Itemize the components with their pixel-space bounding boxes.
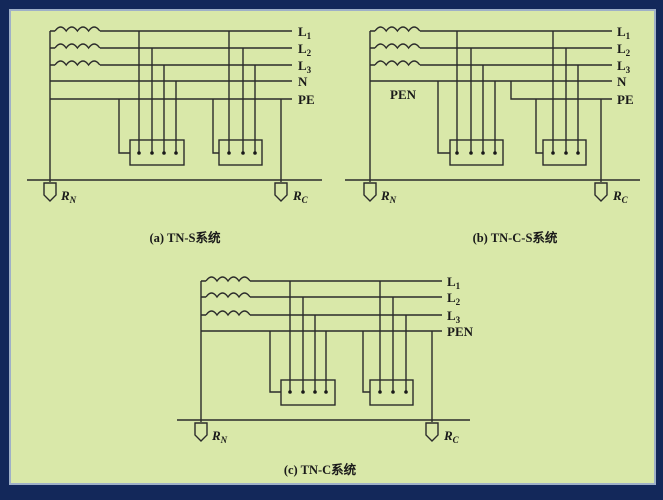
rn-label: RN <box>60 188 77 205</box>
load-box-3pin <box>369 379 414 406</box>
caption-a: (a) TN-S系统 <box>150 230 221 245</box>
pen-label: PEN <box>390 87 417 102</box>
diagram-tn-s: L1 L2 L3 N PE RN RC (a) TN-S系统 <box>27 24 322 245</box>
ground-electrode-icon <box>363 182 377 202</box>
load-box-3pin <box>218 139 263 166</box>
terminal-dots <box>288 390 408 394</box>
transformer-coils <box>205 276 251 317</box>
ground-electrode-icon <box>425 422 439 442</box>
rn-label: RN <box>380 188 397 205</box>
ground-electrode-icon <box>274 182 288 202</box>
terminal-dots <box>455 151 580 155</box>
line-label-n: N <box>298 74 308 89</box>
ground-electrode-icon <box>594 182 608 202</box>
transformer-coils <box>54 26 101 67</box>
load-box-4pin <box>280 379 336 406</box>
ground-electrode-icon <box>194 422 208 442</box>
line-label-l1: L1 <box>617 24 631 41</box>
line-label-l2: L2 <box>447 290 461 307</box>
load-box-3pin <box>542 139 587 166</box>
rc-label: RC <box>443 428 460 445</box>
line-label-pe: PE <box>298 92 315 107</box>
line-label-l3: L3 <box>298 58 312 75</box>
wires <box>345 30 640 182</box>
terminal-dots <box>137 151 257 155</box>
load-box-4pin <box>129 139 185 166</box>
line-label-l2: L2 <box>617 41 631 58</box>
line-label-l3: L3 <box>617 58 631 75</box>
rc-label: RC <box>292 188 309 205</box>
ground-electrode-icon <box>43 182 57 202</box>
line-label-l1: L1 <box>298 24 312 41</box>
rc-label: RC <box>612 188 629 205</box>
caption-c: (c) TN-C系统 <box>284 462 357 477</box>
line-label-n: N <box>617 74 627 89</box>
line-label-pen: PEN <box>447 324 474 339</box>
wires <box>27 30 322 182</box>
diagram-tn-c: L1 L2 L3 PEN RN RC (c) TN-C系统 <box>177 274 474 477</box>
rn-label: RN <box>211 428 228 445</box>
line-label-l2: L2 <box>298 41 312 58</box>
caption-b: (b) TN-C-S系统 <box>473 230 558 245</box>
load-box-4pin <box>449 139 504 166</box>
diagram-tn-c-s: PEN L1 L2 L3 N PE RN RC (b) TN-C-S系统 <box>345 24 640 245</box>
wires <box>177 280 470 422</box>
transformer-coils <box>374 26 421 67</box>
line-label-l3: L3 <box>447 308 461 325</box>
line-label-pe: PE <box>617 92 634 107</box>
line-label-l1: L1 <box>447 274 461 291</box>
